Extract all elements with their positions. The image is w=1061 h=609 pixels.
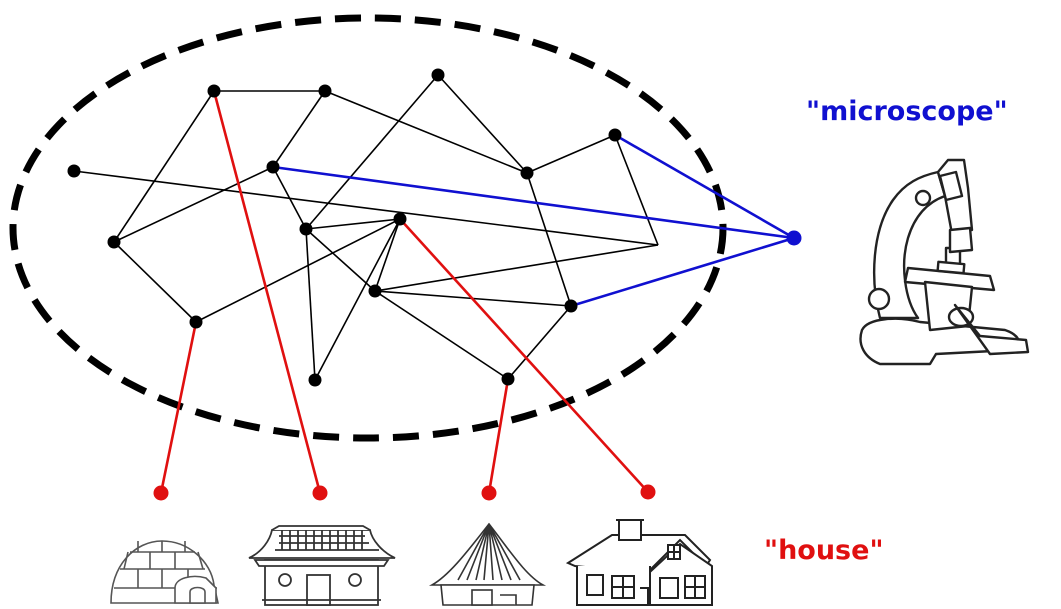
graph-nodes: [67, 68, 802, 501]
microscope-icon: [859, 158, 1030, 366]
graph-edge: [507, 305, 572, 380]
house-link: [212, 90, 322, 494]
graph-node: [207, 84, 221, 98]
graph-edge: [195, 218, 401, 323]
house-label: "house": [764, 535, 884, 566]
microscope-label: "microscope": [806, 96, 1008, 127]
microscope-link: [272, 165, 795, 240]
graph-node: [520, 166, 534, 180]
graph-node: [431, 68, 445, 82]
graph-edge: [113, 241, 197, 323]
graph-node: [299, 222, 313, 236]
embedding-space-boundary: [9, 14, 727, 442]
house-node: [481, 485, 497, 501]
graph-edge: [374, 218, 401, 292]
graph-node: [564, 299, 578, 313]
graph-edge: [614, 134, 659, 246]
graph-edge: [73, 170, 659, 246]
house-links: [159, 90, 649, 494]
graph-edge: [526, 172, 572, 307]
pagoda-house-icon: [248, 525, 396, 606]
graph-node: [368, 284, 382, 298]
graph-edge: [305, 218, 401, 230]
house-link: [399, 218, 649, 493]
graph-edge: [314, 218, 401, 381]
graph-edges: [73, 74, 659, 381]
graph-node: [608, 128, 622, 142]
house-node: [640, 484, 656, 500]
graph-node: [501, 372, 515, 386]
microscope-links: [272, 133, 795, 308]
graph-node: [318, 84, 332, 98]
graph-node: [393, 212, 407, 226]
graph-edge: [305, 228, 376, 292]
house-link: [487, 378, 510, 494]
microscope-node: [786, 230, 802, 246]
microscope-link: [570, 236, 795, 308]
graph-edge: [272, 90, 326, 168]
house-link: [159, 321, 198, 494]
microscope-link: [614, 133, 795, 240]
graph-node: [308, 373, 322, 387]
graph-edge: [374, 290, 509, 380]
graph-edge: [305, 74, 439, 230]
graph-node: [189, 315, 203, 329]
graph-edge: [305, 228, 316, 381]
graph-edge: [324, 90, 528, 174]
graph-node: [266, 160, 280, 174]
house-node: [153, 485, 169, 501]
graph-edge: [374, 244, 659, 292]
graph-node: [107, 235, 121, 249]
cottage-icon: [565, 519, 713, 606]
thatched-hut-icon: [428, 522, 547, 606]
graph-edge: [113, 166, 274, 243]
graph-edge: [113, 90, 215, 243]
graph-node: [67, 164, 81, 178]
igloo-icon: [110, 540, 219, 604]
house-node: [312, 485, 328, 501]
graph-edge: [272, 166, 307, 230]
graph-edge: [526, 134, 616, 174]
graph-edge: [437, 74, 528, 174]
